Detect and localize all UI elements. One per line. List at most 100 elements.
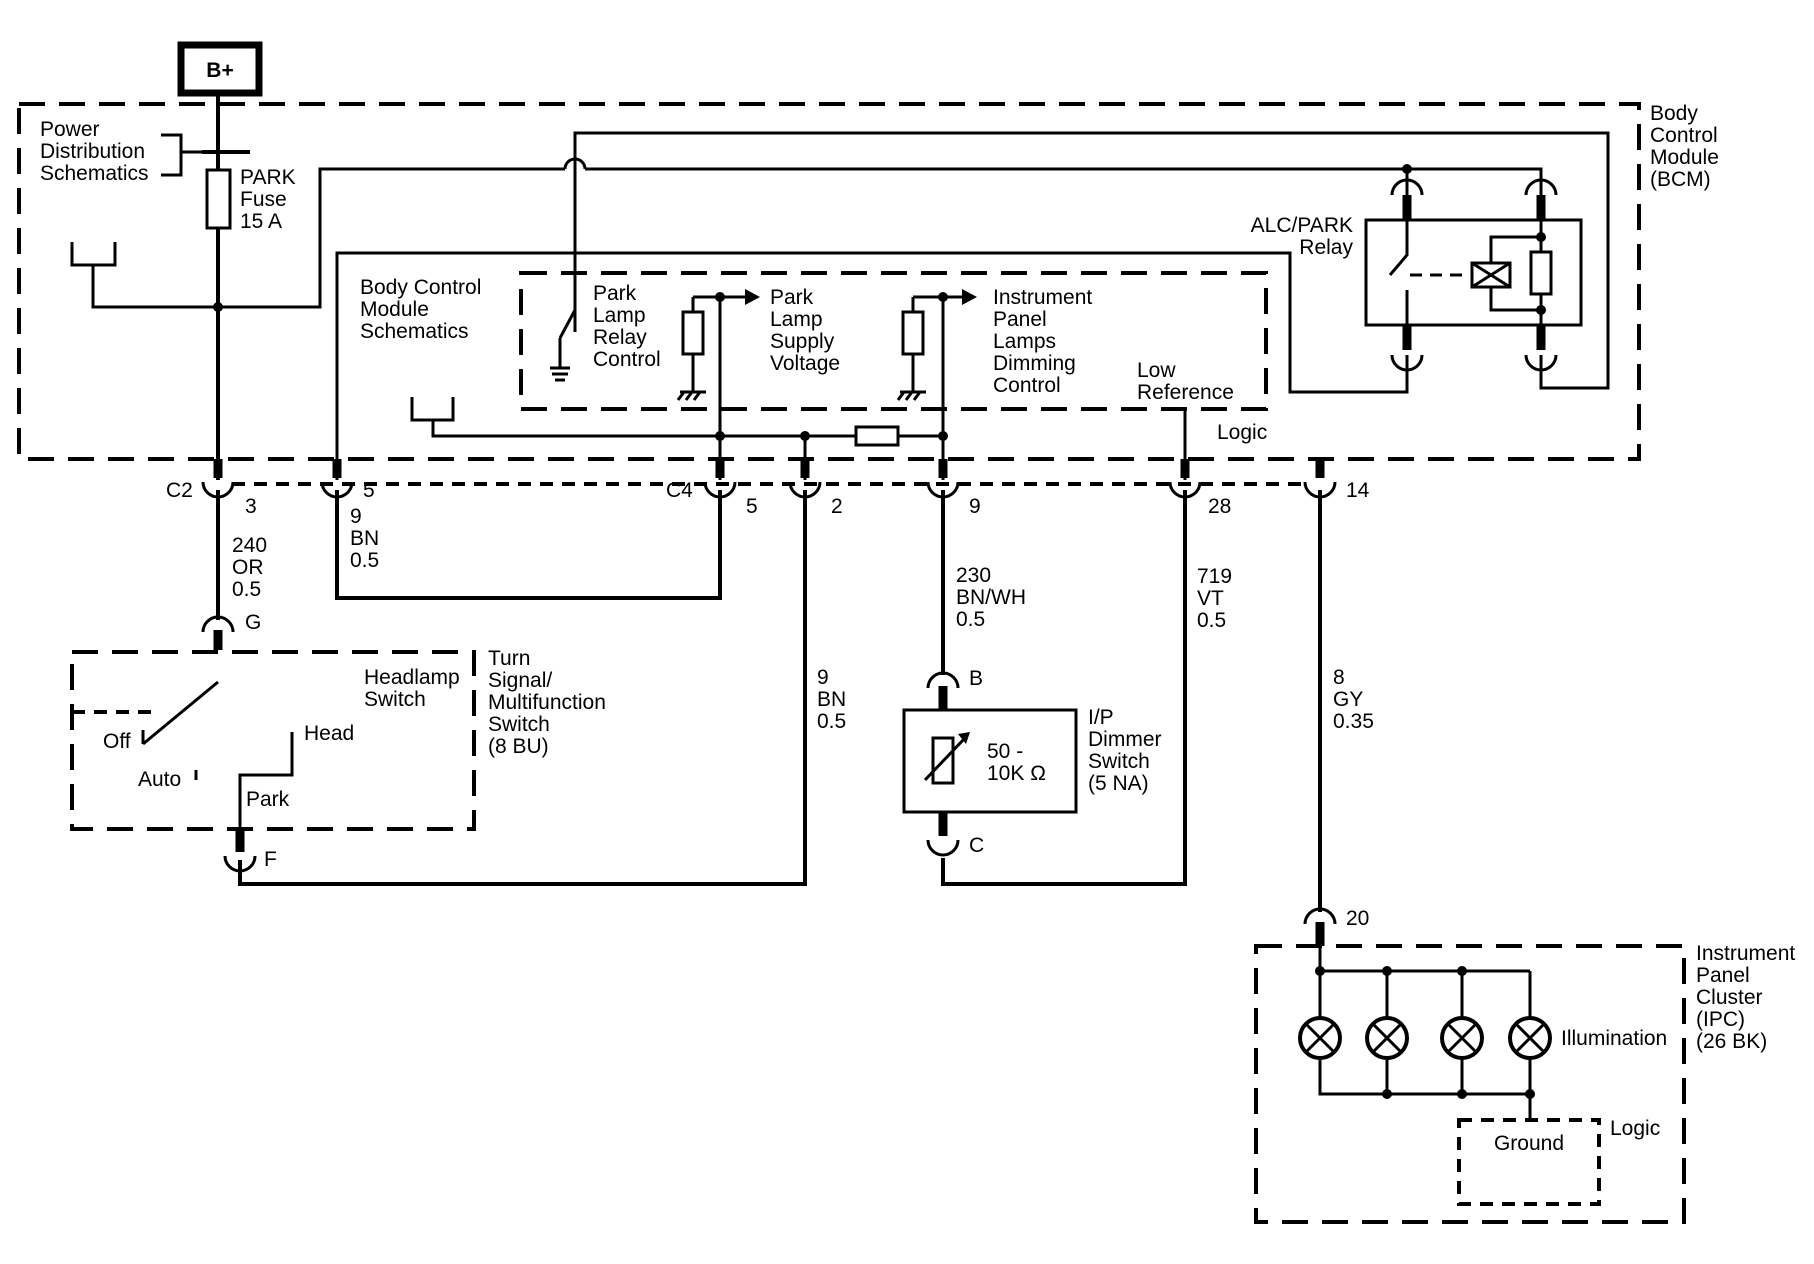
headlamp-switch-label: Headlamp Switch [364, 666, 460, 711]
svg-text:8: 8 [1333, 666, 1345, 689]
svg-text:GY: GY [1333, 688, 1363, 711]
svg-text:Instrument: Instrument [1696, 942, 1795, 965]
pin-c4-9: 9 [969, 495, 981, 518]
lamp-icon [1365, 1016, 1409, 1060]
ipc-logic-label: Logic [1610, 1117, 1660, 1140]
svg-text:(BCM): (BCM) [1650, 168, 1711, 191]
svg-text:BN: BN [817, 688, 846, 711]
svg-text:Control: Control [1650, 124, 1718, 147]
relay-control-wire [573, 131, 1610, 390]
dimmer-value-label: 50 - 10K Ω [987, 740, 1046, 785]
low-reference-wire [1165, 407, 1187, 480]
svg-text:0.5: 0.5 [232, 578, 261, 601]
pin-g: G [245, 611, 261, 634]
lamp-icon [1440, 1016, 1484, 1060]
svg-text:230: 230 [956, 564, 991, 587]
svg-text:VT: VT [1197, 587, 1224, 610]
svg-text:9: 9 [817, 666, 829, 689]
svg-text:Reference: Reference [1137, 381, 1234, 404]
switch-pos-auto: Auto [138, 768, 181, 791]
svg-text:(5 NA): (5 NA) [1088, 772, 1149, 795]
dimmer-connector-b [926, 671, 960, 710]
svg-text:BN: BN [350, 527, 379, 550]
headlamp-switch-contacts [72, 680, 294, 873]
svg-text:15 A: 15 A [240, 210, 282, 233]
b-plus-terminal: B+ [177, 41, 263, 97]
svg-text:Dimmer: Dimmer [1088, 728, 1162, 751]
headlamp-switch-outline [70, 650, 476, 831]
svg-text:Park: Park [593, 282, 637, 305]
bcm-schematics-label: Body Control Module Schematics [360, 276, 481, 343]
svg-text:Body: Body [1650, 102, 1698, 125]
svg-text:Signal/: Signal/ [488, 669, 552, 692]
svg-text:Control: Control [593, 348, 661, 371]
connector-g [201, 615, 235, 650]
ip-dimming-circuit [800, 289, 977, 480]
low-reference-label: Low Reference [1137, 359, 1234, 404]
ipc-connector-20 [1303, 907, 1337, 946]
svg-text:Relay: Relay [1299, 236, 1353, 259]
svg-text:(IPC): (IPC) [1696, 1008, 1745, 1031]
bcm-label: Body Control Module (BCM) [1650, 102, 1719, 191]
svg-text:Park: Park [770, 286, 814, 309]
bcm-logic-bracket-left [70, 242, 117, 267]
svg-text:Multifunction: Multifunction [488, 691, 606, 714]
wire-9-right-label: 9 BN 0.5 [817, 666, 846, 733]
svg-text:BN/WH: BN/WH [956, 586, 1026, 609]
bcm-internal-block [519, 271, 1268, 411]
park-fuse-label: PARK Fuse 15 A [240, 166, 296, 233]
pin-c4-2: 2 [831, 495, 843, 518]
lamp-icon [1298, 1016, 1342, 1060]
svg-text:Panel: Panel [993, 308, 1047, 331]
switch-pos-off: Off [103, 730, 131, 753]
svg-text:9: 9 [350, 505, 362, 528]
ip-dimmer-switch-box [902, 708, 1078, 814]
svg-text:0.5: 0.5 [817, 710, 846, 733]
svg-text:Module: Module [1650, 146, 1719, 169]
park-fuse-feed-wire [91, 167, 565, 309]
svg-text:Instrument: Instrument [993, 286, 1092, 309]
ip-dimming-label: Instrument Panel Lamps Dimming Control [993, 286, 1092, 397]
dimmer-connector-c [926, 812, 960, 857]
svg-text:Cluster: Cluster [1696, 986, 1763, 1009]
ip-dimmer-switch-label: I/P Dimmer Switch (5 NA) [1088, 706, 1162, 795]
svg-text:Dimming: Dimming [993, 352, 1076, 375]
svg-text:0.5: 0.5 [350, 549, 379, 572]
svg-text:PARK: PARK [240, 166, 296, 189]
svg-text:240: 240 [232, 534, 267, 557]
svg-text:Body Control: Body Control [360, 276, 481, 299]
turn-signal-switch-label: Turn Signal/ Multifunction Switch (8 BU) [488, 647, 606, 758]
park-fuse [205, 168, 232, 230]
bcm-schematics-bracket [410, 397, 455, 422]
pin-c2-5: 5 [363, 479, 375, 502]
svg-text:Relay: Relay [593, 326, 647, 349]
bcm-internal-bus [431, 420, 943, 438]
svg-text:Voltage: Voltage [770, 352, 840, 375]
illumination-label: Illumination [1561, 1027, 1667, 1050]
alc-park-relay [1364, 178, 1583, 372]
pin-c4-5: 5 [746, 495, 758, 518]
svg-text:OR: OR [232, 556, 264, 579]
lamp-icon [1508, 1016, 1552, 1060]
alc-park-relay-label: ALC/PARK Relay [1251, 214, 1354, 259]
svg-text:Supply: Supply [770, 330, 835, 353]
svg-text:Switch: Switch [488, 713, 550, 736]
pin-b: B [969, 667, 983, 690]
svg-text:Headlamp: Headlamp [364, 666, 460, 689]
switch-pos-park: Park [246, 788, 290, 811]
svg-text:ALC/PARK: ALC/PARK [1251, 214, 1353, 237]
svg-text:Panel: Panel [1696, 964, 1750, 987]
pin-c4-14: 14 [1346, 479, 1370, 502]
illumination-lamps [1298, 946, 1552, 1120]
svg-text:Module: Module [360, 298, 429, 321]
svg-text:719: 719 [1197, 565, 1232, 588]
svg-text:(26 BK): (26 BK) [1696, 1030, 1767, 1053]
svg-text:0.35: 0.35 [1333, 710, 1374, 733]
pin-c: C [969, 834, 984, 857]
svg-text:Switch: Switch [364, 688, 426, 711]
c4-label: C4 [666, 479, 693, 502]
wire-9-bn-left [335, 490, 722, 600]
svg-text:0.5: 0.5 [1197, 609, 1226, 632]
ipc-label: Instrument Panel Cluster (IPC) (26 BK) [1696, 942, 1795, 1053]
